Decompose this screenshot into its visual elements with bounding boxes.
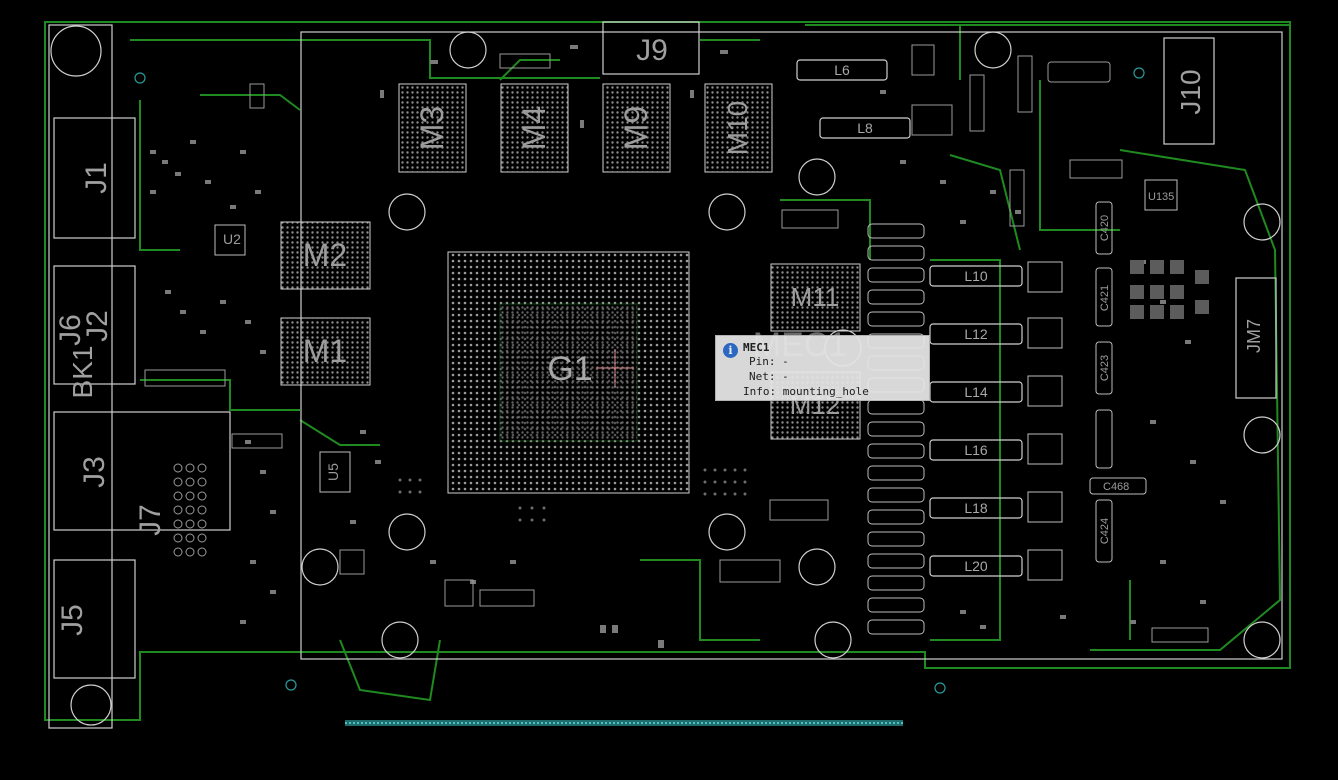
- connector-label-jm7: JM7: [1244, 319, 1264, 353]
- info-icon: i: [723, 343, 738, 358]
- cap-label-c421: C421: [1099, 285, 1111, 311]
- connector-label-j5: J5: [56, 604, 89, 636]
- ic-label-u135: U135: [1148, 191, 1174, 203]
- tooltip-pin: Pin: -: [749, 355, 789, 368]
- inductor-label-l8: L8: [857, 120, 873, 136]
- inductor-label-l6: L6: [834, 62, 850, 78]
- connector-label-bk1: BK1: [67, 346, 98, 399]
- via-holes: [134, 67, 1145, 694]
- small-ic-outlines: [144, 44, 1209, 643]
- component-label-m10: M10: [722, 101, 753, 155]
- mounting-holes: [50, 25, 1281, 726]
- cap-label-c420: C420: [1099, 215, 1111, 241]
- connector-label-j6: J6: [54, 314, 87, 346]
- inductor-label-l10: L10: [964, 268, 988, 284]
- cap-label-c468: C468: [1103, 481, 1129, 493]
- component-label-m3: M3: [414, 106, 450, 150]
- component-label-m1: M1: [303, 333, 347, 369]
- connector-label-j9: J9: [636, 34, 668, 67]
- pad-clusters: [1130, 260, 1209, 319]
- connector-label-j1: J1: [80, 162, 113, 194]
- ic-label-u5: U5: [325, 463, 341, 481]
- copper-traces: [44, 21, 1291, 721]
- capacitor-column: [867, 223, 925, 635]
- inductor-label-l14: L14: [964, 384, 988, 400]
- gpu-g1[interactable]: G1: [447, 251, 690, 494]
- component-label-m11: M11: [791, 282, 840, 312]
- board-outline: [48, 21, 1283, 729]
- tooltip-title: MEC1: [743, 341, 770, 354]
- cap-label-c423: C423: [1099, 355, 1111, 381]
- connector-label-j10: J10: [1175, 69, 1206, 114]
- small-passives: [150, 45, 1226, 648]
- inductor-label-l16: L16: [964, 442, 988, 458]
- tooltip-net: Net: -: [749, 370, 789, 383]
- inductor-label-l20: L20: [964, 558, 988, 574]
- component-label-m9: M9: [618, 106, 654, 150]
- connector-label-j7: J7: [134, 504, 167, 536]
- electrolytic-caps: [1089, 201, 1147, 563]
- memory-chips[interactable]: [280, 83, 861, 440]
- inductor-label-l12: L12: [964, 326, 988, 342]
- connector-j7-pins: [173, 463, 207, 557]
- inductors[interactable]: [796, 59, 1023, 577]
- cap-label-c424: C424: [1099, 518, 1111, 544]
- connector-label-j3: J3: [78, 456, 111, 488]
- component-label-g1: G1: [547, 350, 592, 388]
- connector-label-j2: J2: [81, 310, 114, 342]
- pcie-edge-connector: [345, 720, 903, 726]
- ic-label-u2: U2: [223, 231, 241, 247]
- mosfets: [214, 179, 1178, 581]
- component-label-m4: M4: [516, 106, 552, 150]
- via-field: [398, 468, 747, 522]
- component-info-tooltip: i MEC1 Pin: - Net: - Info: mounting_hole: [715, 335, 930, 401]
- inductor-label-l18: L18: [964, 500, 988, 516]
- tooltip-info: Info: mounting_hole: [743, 385, 869, 398]
- component-label-m2: M2: [303, 237, 347, 273]
